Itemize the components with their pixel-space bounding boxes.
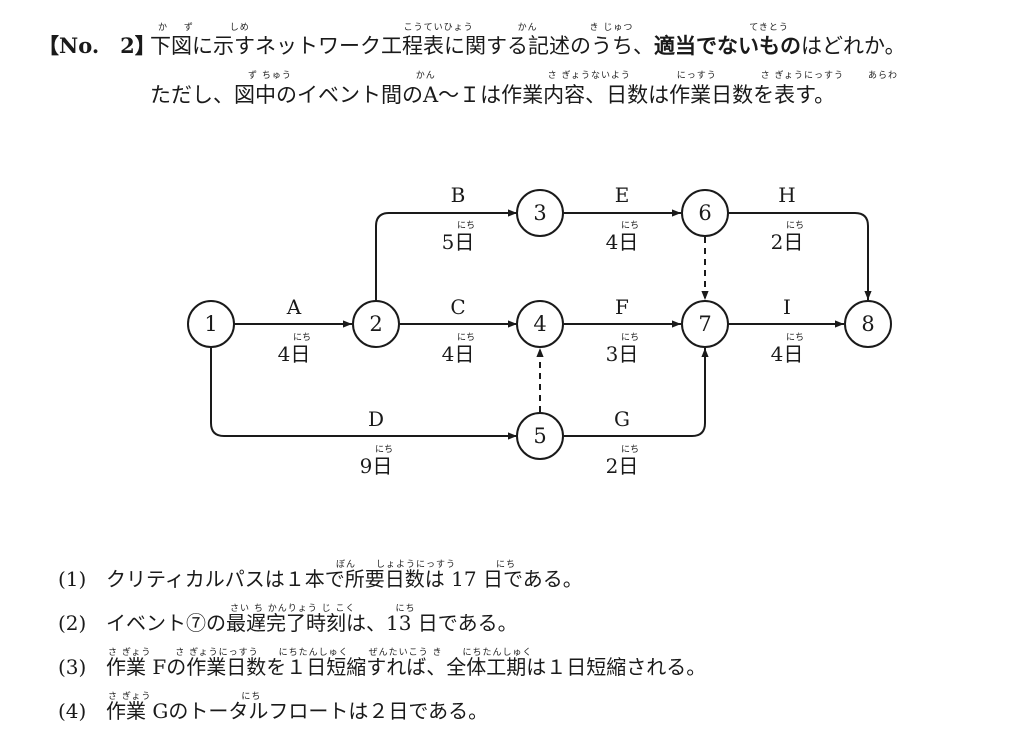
activity-days-a: 4日 xyxy=(278,342,311,366)
activity-days-g: 2日 xyxy=(606,454,639,478)
arrow-d xyxy=(210,347,517,440)
arrow-b xyxy=(375,209,517,301)
choice-2[interactable]: (2) イベント⑦の最遅完了時刻は、13 日である。 xyxy=(58,607,518,636)
choice-ruby-2: さい ち かんりょう じ こく にち xyxy=(230,604,416,614)
node-label-5: 5 xyxy=(533,424,546,448)
node-5 xyxy=(516,412,564,460)
activity-days-c: 4日 xyxy=(442,342,475,366)
activity-days-b: 5日 xyxy=(442,230,475,254)
choice-3[interactable]: (3) 作業 Fの作業日数を１日短縮すれば、全体工期は１日短縮される。 xyxy=(58,651,706,680)
activity-days-i: 4日 xyxy=(771,342,804,366)
activity-days-d: 9日 xyxy=(360,454,393,478)
activity-name-a: A xyxy=(286,295,302,319)
node-1 xyxy=(187,300,235,348)
activity-ruby-i: にち xyxy=(786,332,804,343)
activity-name-c: C xyxy=(450,295,465,319)
network-diagram: 1 2 3 4 5 6 7 8 A B C D E F G H I にち にち … xyxy=(187,183,892,478)
node-label-2: 2 xyxy=(369,312,382,336)
activity-name-i: I xyxy=(783,295,791,319)
question-line-1: 下図に示すネットワーク工程表に関する記述のうち、適当でないものはどれか。 xyxy=(150,34,906,58)
node-label-4: 4 xyxy=(533,312,546,336)
choice-1[interactable]: (1) クリティカルパスは１本で所要日数は 17 日である。 xyxy=(58,563,583,592)
activity-ruby-a: にち xyxy=(293,332,311,343)
activity-ruby-d: にち xyxy=(375,444,393,455)
question-number: 【No. 2】 xyxy=(38,33,156,58)
choice-ruby-1: ぼん しょようにっすう にち xyxy=(336,560,517,570)
activity-name-f: F xyxy=(615,295,629,319)
node-7 xyxy=(681,300,729,348)
node-8 xyxy=(844,300,892,348)
ruby-line1: か ず しめ こうていひょう かん き じゅつ てきとう xyxy=(158,23,789,33)
activity-days-h: 2日 xyxy=(771,230,804,254)
node-6 xyxy=(681,189,729,237)
activity-ruby-g: にち xyxy=(621,444,639,455)
choice-text: クリティカルパスは１本で所要日数は 17 日である。 xyxy=(106,567,583,591)
question-line-2: ただし、図中のイベント間のA〜Ｉは作業内容、日数は作業日数を表す。 xyxy=(150,83,836,107)
activity-name-b: B xyxy=(451,183,466,207)
node-2 xyxy=(352,300,400,348)
choice-text: 作業 Fの作業日数を１日短縮すれば、全体工期は１日短縮される。 xyxy=(106,655,707,679)
activity-ruby-f: にち xyxy=(621,332,639,343)
choice-number: (4) xyxy=(58,699,87,723)
arrow-h xyxy=(728,212,872,300)
ruby-line2: ず ちゅう かん さ ぎょうないよう にっすう さ ぎょうにっすう あらわ xyxy=(248,71,898,81)
choice-4[interactable]: (4) 作業 Gのトータルフロートは２日である。 xyxy=(58,695,488,724)
choice-text: 作業 Gのトータルフロートは２日である。 xyxy=(106,699,489,723)
choice-number: (2) xyxy=(58,611,87,635)
activity-name-g: G xyxy=(614,407,630,431)
node-label-1: 1 xyxy=(204,312,217,336)
choice-ruby-4: さ ぎょう にち xyxy=(108,692,262,702)
node-4 xyxy=(516,300,564,348)
node-label-6: 6 xyxy=(698,201,711,225)
activity-name-e: E xyxy=(615,183,630,207)
node-label-8: 8 xyxy=(861,312,874,336)
emphasis-not-appropriate: 適当でないもの xyxy=(654,34,801,58)
activity-days-e: 4日 xyxy=(606,230,639,254)
arrow-g xyxy=(564,348,709,437)
activity-ruby-c: にち xyxy=(457,332,475,343)
activity-ruby-b: にち xyxy=(457,220,475,231)
activity-ruby-e: にち xyxy=(621,220,639,231)
activity-days-f: 3日 xyxy=(606,342,639,366)
choice-text: イベント⑦の最遅完了時刻は、13 日である。 xyxy=(106,611,518,635)
activity-name-h: H xyxy=(778,183,795,207)
choice-number: (1) xyxy=(58,567,87,591)
node-label-7: 7 xyxy=(698,312,711,336)
activity-name-d: D xyxy=(368,407,384,431)
node-label-3: 3 xyxy=(533,201,546,225)
choice-number: (3) xyxy=(58,655,87,679)
choice-ruby-3: さ ぎょう さ ぎょうにっすう にちたんしゅく ぜんたいこう き にちたんしゅく xyxy=(108,648,533,658)
node-3 xyxy=(516,189,564,237)
activity-ruby-h: にち xyxy=(786,220,804,231)
